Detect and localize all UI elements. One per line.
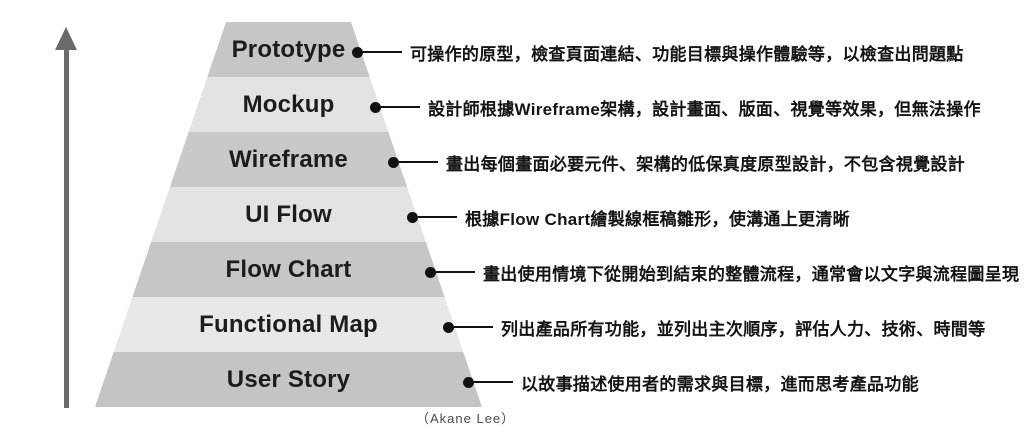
layer-description-prototype: 可操作的原型，檢查頁面連結、功能目標與操作體驗等，以檢查出問題點 bbox=[410, 44, 964, 64]
layer-description-ui-flow: 根據Flow Chart繪製線框稿雛形，使溝通上更清晰 bbox=[465, 209, 850, 229]
pyramid: Prototype Mockup Wireframe UI Flow Flow … bbox=[95, 22, 482, 407]
pyramid-layer-wireframe: Wireframe bbox=[169, 132, 408, 187]
annotation-row-functional-map: 列出產品所有功能，並列出主次順序，評估人力、技術、時間等 bbox=[443, 314, 985, 340]
layer-label-prototype: Prototype bbox=[231, 36, 346, 63]
annotation-row-prototype: 可操作的原型，檢查頁面連結、功能目標與操作體驗等，以檢查出問題點 bbox=[352, 39, 964, 65]
pyramid-layer-ui-flow: UI Flow bbox=[151, 187, 426, 242]
connector-line bbox=[454, 325, 493, 329]
annotation-row-user-story: 以故事描述使用者的需求與目標，進而思考產品功能 bbox=[463, 369, 919, 395]
connector-line bbox=[363, 50, 402, 54]
connector-line bbox=[474, 380, 513, 384]
annotation-row-wireframe: 畫出每個畫面必要元件、架構的低保真度原型設計，不包含視覺設計 bbox=[388, 149, 965, 175]
connector-line bbox=[436, 270, 475, 274]
pyramid-layer-flow-chart: Flow Chart bbox=[132, 242, 445, 297]
pyramid-layer-user-story: User Story bbox=[95, 352, 482, 407]
annotation-row-ui-flow: 根據Flow Chart繪製線框稿雛形，使溝通上更清晰 bbox=[407, 204, 850, 230]
annotation-row-mockup: 設計師根據Wireframe架構，設計畫面、版面、視覺等效果，但無法操作 bbox=[370, 94, 981, 120]
connector-dot-icon bbox=[443, 321, 454, 333]
connector-dot-icon bbox=[388, 156, 399, 168]
layer-label-mockup: Mockup bbox=[242, 91, 335, 118]
connector-dot-icon bbox=[425, 266, 436, 278]
layer-label-user-story: User Story bbox=[226, 366, 351, 393]
connector-dot-icon bbox=[407, 211, 418, 223]
pyramid-layer-functional-map: Functional Map bbox=[113, 297, 464, 352]
layer-label-ui-flow: UI Flow bbox=[245, 201, 332, 228]
connector-dot-icon bbox=[352, 46, 363, 58]
connector-line bbox=[381, 105, 420, 109]
annotation-row-flow-chart: 畫出使用情境下從開始到結束的整體流程，通常會以文字與流程圖呈現 bbox=[425, 259, 1019, 285]
layer-description-user-story: 以故事描述使用者的需求與目標，進而思考產品功能 bbox=[521, 374, 919, 394]
connector-line bbox=[418, 215, 457, 219]
connector-line bbox=[399, 160, 438, 164]
pyramid-layer-mockup: Mockup bbox=[188, 77, 389, 132]
layer-description-wireframe: 畫出每個畫面必要元件、架構的低保真度原型設計，不包含視覺設計 bbox=[446, 154, 965, 174]
layer-description-flow-chart: 畫出使用情境下從開始到結束的整體流程，通常會以文字與流程圖呈現 bbox=[483, 264, 1020, 284]
layer-label-wireframe: Wireframe bbox=[229, 146, 348, 173]
layer-label-functional-map: Functional Map bbox=[199, 311, 378, 338]
pyramid-layer-prototype: Prototype bbox=[207, 22, 370, 77]
arrow-shaft bbox=[64, 44, 69, 408]
layer-label-flow-chart: Flow Chart bbox=[225, 256, 352, 283]
layer-description-mockup: 設計師根據Wireframe架構，設計畫面、版面、視覺等效果，但無法操作 bbox=[428, 99, 981, 119]
layer-description-functional-map: 列出產品所有功能，並列出主次順序，評估人力、技術、時間等 bbox=[501, 319, 986, 339]
connector-dot-icon bbox=[463, 376, 474, 388]
connector-dot-icon bbox=[370, 101, 381, 113]
arrow-up-icon bbox=[55, 27, 77, 50]
credit-caption: （Akane Lee） bbox=[416, 411, 516, 426]
